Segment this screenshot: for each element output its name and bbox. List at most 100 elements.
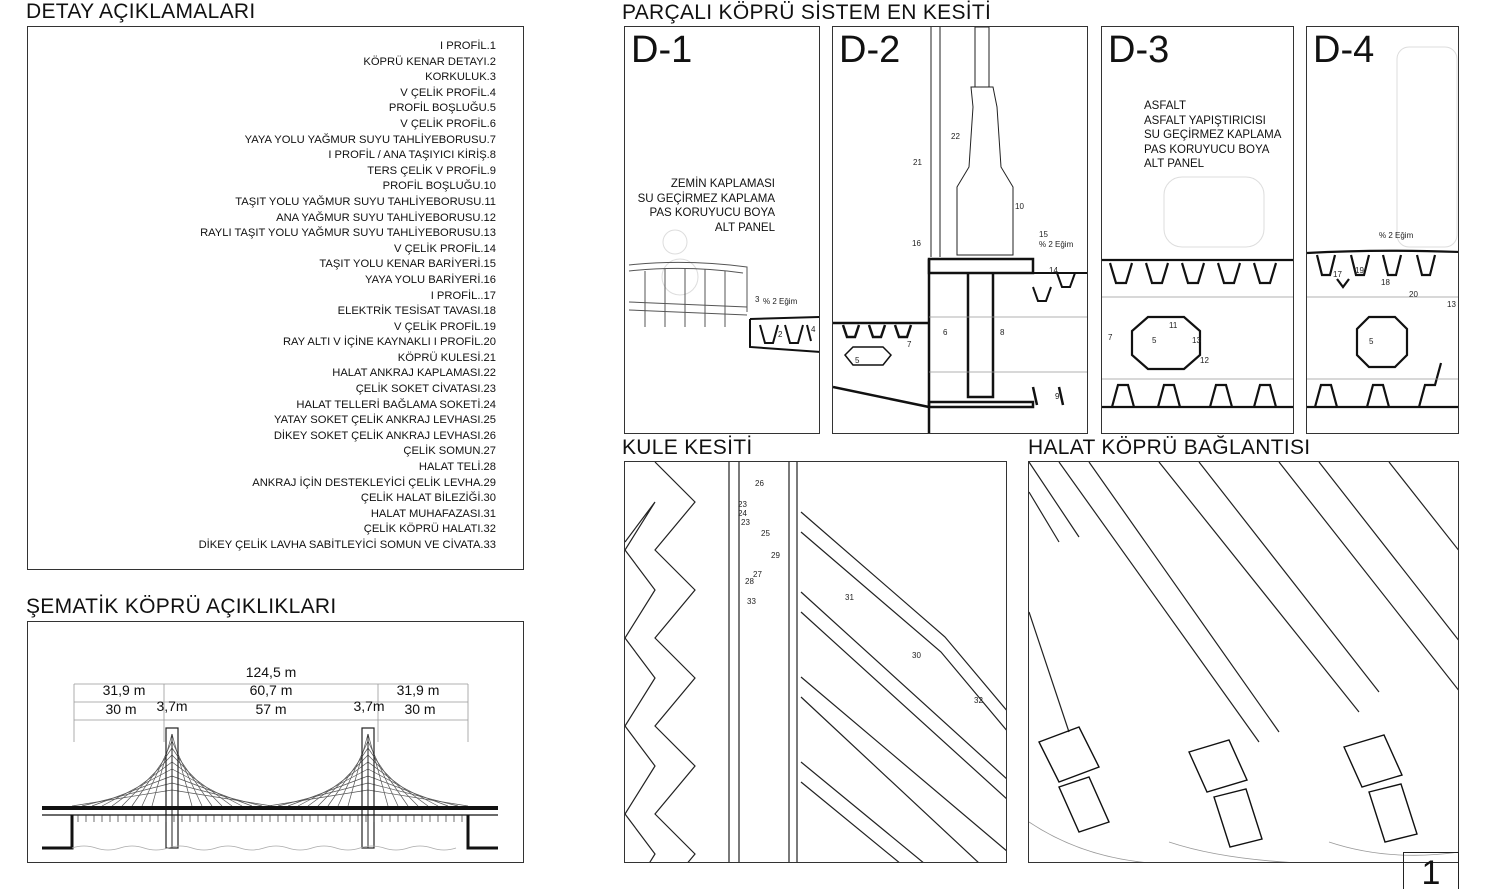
left-side-span-inner: 30 m <box>105 701 136 717</box>
legend-item: YAYA YOLU YAĞMUR SUYU TAHLİYEBORUSU.7 <box>244 133 496 146</box>
svg-text:5: 5 <box>1152 336 1157 345</box>
svg-text:23: 23 <box>741 518 750 527</box>
legend-item: TERS ÇELİK V PROFİL.9 <box>367 164 496 177</box>
legend-item: YAYA YOLU BARİYERİ.16 <box>365 273 496 286</box>
legend-item: ÇELİK HALAT BİLEZİĞİ.30 <box>360 492 496 505</box>
svg-text:7: 7 <box>907 340 912 349</box>
d2-label: D-2 <box>839 29 901 71</box>
left-side-span-outer: 31,9 m <box>103 682 146 698</box>
svg-text:31: 31 <box>845 593 854 602</box>
sheet-number: 1 <box>1403 852 1459 892</box>
svg-text:18: 18 <box>1381 278 1390 287</box>
legend-item: DİKEY SOKET ÇELİK ANKRAJ LEVHASI.26 <box>273 429 496 442</box>
legend-item: I PROFİL.1 <box>440 40 496 52</box>
legend-item: TAŞIT YOLU KENAR BARİYERİ.15 <box>319 258 496 271</box>
cable-connection-title: HALAT KÖPRÜ BAĞLANTISI <box>1028 436 1311 459</box>
legend-item: I PROFİL / ANA TAŞIYICI KİRİŞ.8 <box>328 149 496 162</box>
legend-item: V ÇELİK PROFİL.19 <box>394 320 496 333</box>
panel-d1: 3% 2 Eğim 2 4 D-1 ZEMİN KAPLAMASI SU GEÇİ… <box>624 26 820 434</box>
svg-text:26: 26 <box>755 479 764 488</box>
legend-item: HALAT TELLERİ BAĞLAMA SOKETİ.24 <box>296 398 496 411</box>
svg-text:15: 15 <box>1039 230 1048 239</box>
svg-text:3: 3 <box>755 295 760 304</box>
legend-item: ÇELİK SOKET CİVATASI.23 <box>355 383 496 396</box>
svg-text:24: 24 <box>738 509 747 518</box>
span-drawing: 124,5 m 31,9 m 60,7 m 31,9 m 30 m 3,7m 5… <box>42 664 498 851</box>
legend-item: ÇELİK KÖPRÜ HALATI.32 <box>363 523 496 536</box>
svg-text:13: 13 <box>1192 336 1201 345</box>
legend-item: RAYLI TAŞIT YOLU YAĞMUR SUYU TAHLİYEBORU… <box>200 227 496 240</box>
tower-section-title: KULE KESİTİ <box>622 436 753 459</box>
legend-item: V ÇELİK PROFİL.6 <box>400 117 496 130</box>
legend-item: PROFİL BOŞLUĞU.5 <box>388 102 496 115</box>
total-span-label: 124,5 m <box>246 664 297 680</box>
svg-text:27: 27 <box>753 570 762 579</box>
svg-text:25: 25 <box>761 529 770 538</box>
span-schematic: 124,5 m 31,9 m 60,7 m 31,9 m 30 m 3,7m 5… <box>27 621 524 863</box>
legend-item: I PROFİL..17 <box>430 289 496 302</box>
d3-layer-notes: ASFALT ASFALT YAPIŞTIRICISI SU GEÇİRMEZ … <box>1144 100 1282 170</box>
right-side-span-inner: 30 m <box>404 701 435 717</box>
right-tower-width: 3,7m <box>353 698 384 714</box>
legend-item: HALAT TELİ.28 <box>418 461 496 474</box>
cable-connection <box>1028 461 1459 863</box>
legend-item: ELEKTRİK TESİSAT TAVASI.18 <box>337 305 496 318</box>
svg-text:% 2 Eğim: % 2 Eğim <box>763 297 798 306</box>
svg-text:13: 13 <box>1447 300 1456 309</box>
legend-item: KÖPRÜ KULESİ.21 <box>397 351 496 364</box>
panel-d3: 7 11 5 13 12 D-3 ASFALT ASFALT YAPIŞTIRICI… <box>1101 26 1294 434</box>
d4-label: D-4 <box>1313 29 1375 71</box>
legend-item: HALAT ANKRAJ KAPLAMASI.22 <box>332 367 496 380</box>
legend-item: YATAY SOKET ÇELİK ANKRAJ LEVHASI.25 <box>274 414 496 427</box>
svg-text:30: 30 <box>912 651 921 660</box>
left-tower-width: 3,7m <box>156 698 187 714</box>
legend-item: TAŞIT YOLU YAĞMUR SUYU TAHLİYEBORUSU.11 <box>235 195 496 208</box>
svg-text:7: 7 <box>1108 333 1113 342</box>
legend-item: RAY ALTI V İÇİNE KAYNAKLI I PROFİL.20 <box>282 336 496 349</box>
svg-text:32: 32 <box>974 696 983 705</box>
svg-text:11: 11 <box>1169 321 1178 330</box>
panel-d4: % 2 Eğim 17 19 18 20 13 5 D-4 <box>1306 26 1459 434</box>
legend-item: V ÇELİK PROFİL.4 <box>400 86 496 99</box>
svg-text:21: 21 <box>913 158 922 167</box>
center-span-inner: 57 m <box>255 701 286 717</box>
legend-item: ANKRAJ İÇİN DESTEKLEYİCİ ÇELİK LEVHA.29 <box>252 476 496 489</box>
svg-text:10: 10 <box>1015 202 1024 211</box>
svg-text:12: 12 <box>1200 356 1209 365</box>
right-side-span-outer: 31,9 m <box>397 682 440 698</box>
legend-item: HALAT MUHAFAZASI.31 <box>370 507 496 520</box>
legend-title: DETAY AÇIKLAMALARI <box>26 0 256 23</box>
legend-item: ANA YAĞMUR SUYU TAHLİYEBORUSU.12 <box>276 211 496 224</box>
svg-text:4: 4 <box>811 325 816 334</box>
svg-text:28: 28 <box>745 577 754 586</box>
center-span-outer: 60,7 m <box>250 682 293 698</box>
svg-text:5: 5 <box>855 356 860 365</box>
legend-item: KÖPRÜ KENAR DETAYI.2 <box>363 55 496 68</box>
svg-text:23: 23 <box>738 500 747 509</box>
svg-text:9: 9 <box>1055 392 1060 401</box>
svg-text:8: 8 <box>1000 328 1005 337</box>
svg-text:17: 17 <box>1333 270 1342 279</box>
svg-text:19: 19 <box>1355 266 1364 275</box>
legend-item: KORKULUK.3 <box>425 71 496 84</box>
svg-text:2: 2 <box>778 330 783 339</box>
svg-text:16: 16 <box>912 239 921 248</box>
d1-label: D-1 <box>631 29 693 71</box>
legend-item: DİKEY ÇELİK LAVHA SABİTLEYİCİ SOMUN VE C… <box>198 539 496 551</box>
svg-text:6: 6 <box>943 328 948 337</box>
svg-text:% 2 Eğim: % 2 Eğim <box>1039 240 1074 249</box>
svg-text:20: 20 <box>1409 290 1418 299</box>
svg-text:% 2 Eğim: % 2 Eğim <box>1379 231 1414 240</box>
legend-item: PROFİL BOŞLUĞU.10 <box>382 180 496 193</box>
svg-text:5: 5 <box>1369 337 1374 346</box>
spans-title: ŞEMATİK KÖPRÜ AÇIKLIKLARI <box>26 595 337 618</box>
svg-text:29: 29 <box>771 551 780 560</box>
svg-text:33: 33 <box>747 597 756 606</box>
legend-item: ÇELİK SOMUN.27 <box>403 445 496 458</box>
d3-label: D-3 <box>1108 29 1170 71</box>
d1-layer-notes: ZEMİN KAPLAMASI SU GEÇİRMEZ KAPLAMA PAS … <box>637 178 775 234</box>
